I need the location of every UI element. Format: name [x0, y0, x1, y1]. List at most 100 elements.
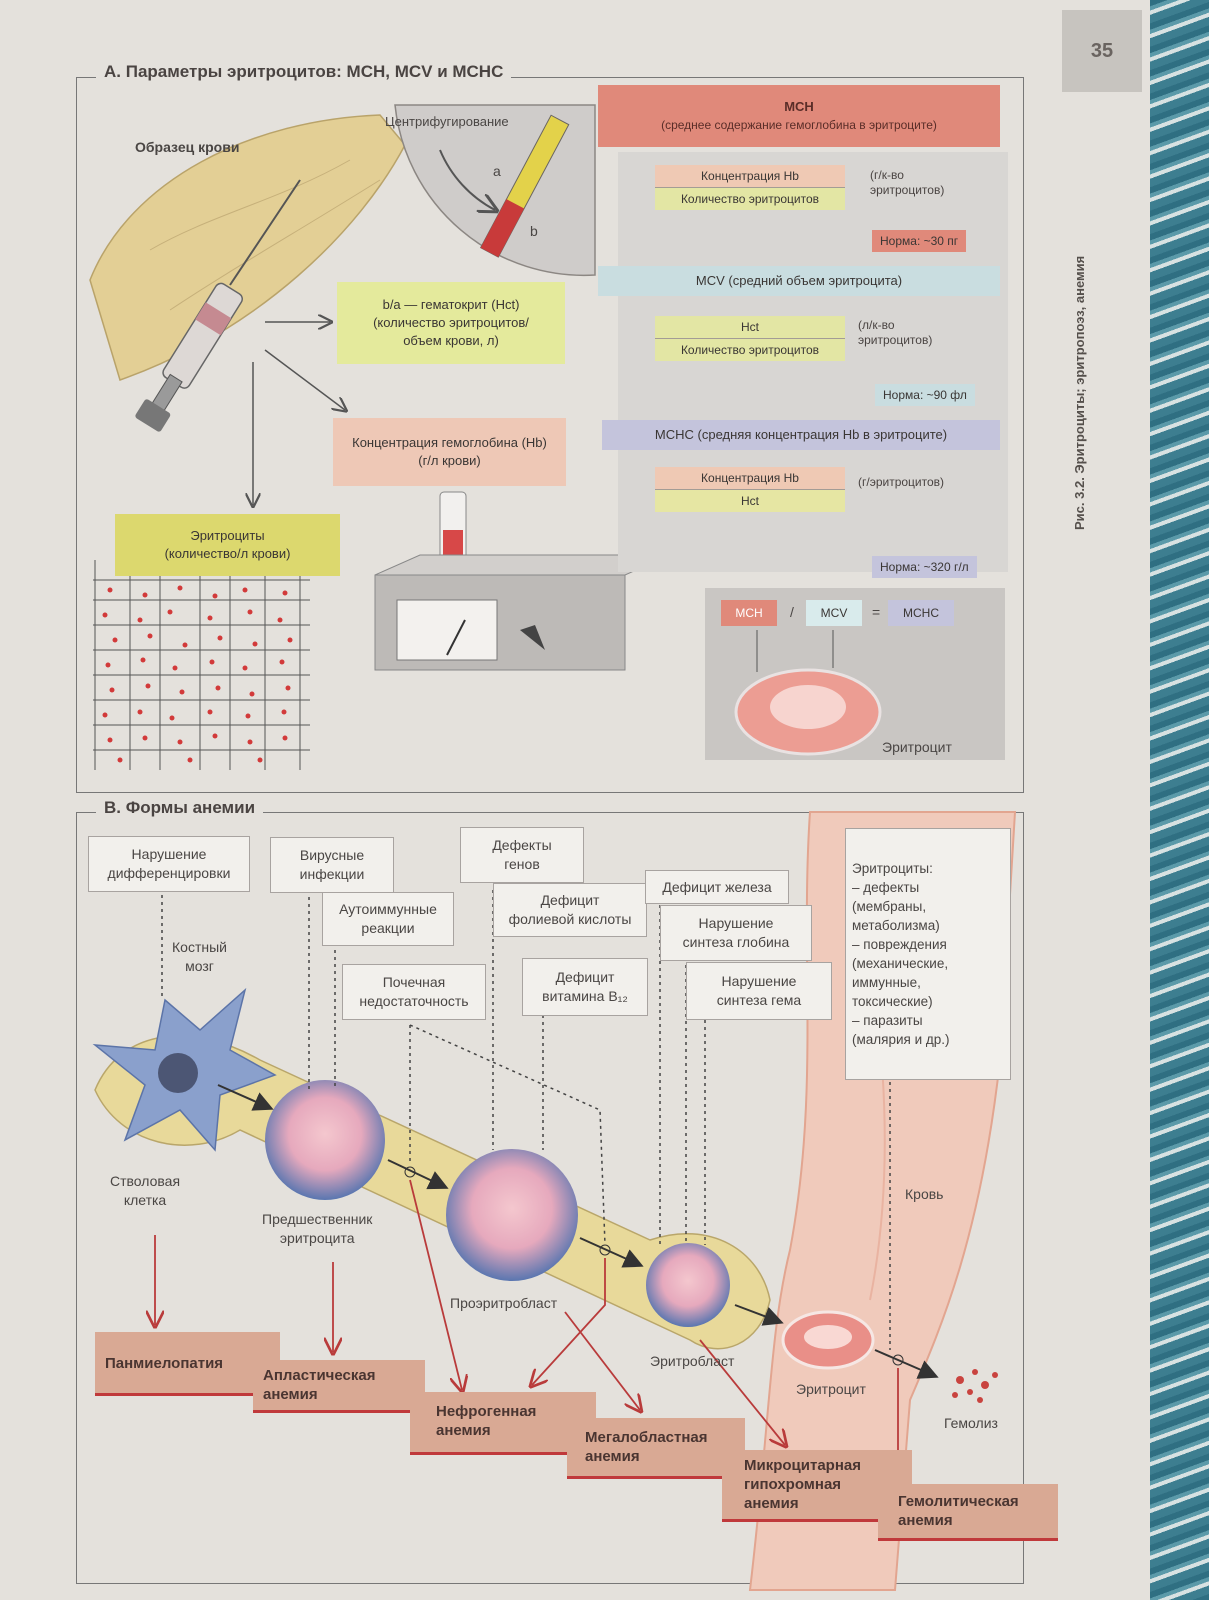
rbc-defects-line: (малярия и др.)	[852, 1032, 950, 1047]
mch-norm: Норма: ~30 пг	[872, 230, 967, 252]
cause-viral-infections: Вирусные инфекции	[270, 837, 394, 893]
mcv-unit-line-1: (л/к-во	[858, 318, 895, 332]
rbc-defects-line: метаболизма)	[852, 918, 940, 933]
mchc-denominator: Hct	[655, 490, 845, 512]
anemia-nephrogenic: Нефрогенная анемия	[410, 1392, 596, 1455]
mcv-numerator: Hct	[655, 316, 845, 339]
background-fabric	[1150, 0, 1209, 1600]
hemolysis-label: Гемолиз	[944, 1415, 998, 1431]
mcv-header: MCV (средний объем эритроцита)	[598, 266, 1000, 296]
cause-line: Вирусные	[299, 847, 365, 863]
proerythroblast-label: Проэритробласт	[450, 1295, 558, 1311]
rbc-defects-line: (мембраны,	[852, 899, 927, 914]
anemia-line: анемия	[436, 1422, 491, 1439]
mch-unit-line-2: эритроцитов)	[870, 183, 945, 197]
relation-equals: =	[872, 604, 881, 620]
erythroblast-label: Эритробласт	[650, 1353, 735, 1369]
anemia-line: Мегалобластная	[585, 1429, 708, 1446]
blood-sample-label: Образец крови	[135, 139, 240, 155]
anemia-line: анемия	[585, 1448, 640, 1465]
hemoglobin-box: Концентрация гемоглобина (Hb) (г/л крови…	[333, 418, 566, 486]
rbc-defects-line: иммунные,	[852, 975, 921, 990]
label-b: b	[530, 223, 538, 239]
cause-line: генов	[504, 856, 540, 872]
section-a-title: A. Параметры эритроцитов: MCH, MCV и MCH…	[96, 62, 512, 82]
rbc-defects-line: – паразиты	[852, 1013, 923, 1028]
anemia-panmyelopathy: Панмиелопатия	[95, 1332, 280, 1396]
cause-line: инфекции	[299, 866, 365, 882]
anemia-line: Апластическая	[263, 1367, 376, 1384]
mcv-denominator: Количество эритроцитов	[655, 339, 845, 361]
mcv-fraction: Hct Количество эритроцитов	[655, 316, 845, 361]
cause-line: Дефицит	[555, 969, 615, 985]
cause-globin-synthesis: Нарушение синтеза глобина	[660, 905, 812, 961]
anemia-megaloblastic: Мегалобластная анемия	[567, 1418, 745, 1479]
section-a-frame	[76, 77, 1024, 793]
cause-line: Дефицит	[540, 892, 600, 908]
cause-gene-defects: Дефекты генов	[460, 827, 584, 883]
cause-folate-deficiency: Дефицит фолиевой кислоты	[493, 883, 647, 937]
cause-heme-synthesis: Нарушение синтеза гема	[686, 962, 832, 1020]
cause-line: витамина B₁₂	[542, 988, 628, 1004]
hematocrit-box: b/a — гематокрит (Hct) (количество эритр…	[337, 282, 565, 364]
anemia-aplastic: Апластическая анемия	[253, 1360, 425, 1413]
mch-fraction: Концентрация Hb Количество эритроцитов	[655, 165, 845, 210]
cause-differentiation: Нарушение дифференцировки	[88, 836, 250, 892]
mchc-numerator: Концентрация Hb	[655, 467, 845, 490]
hemoglobin-line-1: Концентрация гемоглобина (Hb)	[352, 435, 547, 450]
anemia-line: гипохромная	[744, 1476, 842, 1493]
cause-line: фолиевой кислоты	[508, 911, 632, 927]
cause-line: синтеза глобина	[682, 934, 790, 950]
mch-header: MCH (среднее содержание гемоглобина в эр…	[598, 85, 1000, 147]
anemia-line: Микроцитарная	[744, 1457, 861, 1474]
label-line: Стволовая	[110, 1173, 181, 1189]
mch-denominator: Количество эритроцитов	[655, 188, 845, 210]
section-b-frame	[76, 812, 1024, 1584]
rbc-defects-line: – повреждения	[852, 937, 947, 952]
stem-cell-label: Стволовая клетка	[110, 1172, 180, 1210]
hematocrit-line-2: (количество эритроцитов/	[373, 315, 529, 330]
anemia-hemolytic: Гемолитическая анемия	[878, 1484, 1058, 1541]
erythrocytes-line-1: Эритроциты	[190, 528, 265, 543]
label-line: Костный	[172, 939, 227, 955]
mcv-unit: (л/к-во эритроцитов)	[858, 318, 932, 348]
cause-line: Дефицит железа	[662, 878, 772, 895]
centrifugation-label: Центрифугирование	[385, 114, 509, 129]
mcv-title: MCV (средний объем эритроцита)	[695, 273, 903, 288]
cause-line: Дефекты	[492, 837, 552, 853]
erythrocytes-line-2: (количество/л крови)	[164, 546, 291, 561]
label-line: клетка	[123, 1192, 167, 1208]
cause-autoimmune: Аутоиммунные реакции	[322, 892, 454, 946]
mchc-norm: Норма: ~320 г/л	[872, 556, 977, 578]
label-a: a	[493, 163, 501, 179]
anemia-line: Нефрогенная	[436, 1403, 537, 1420]
mcv-unit-line-2: эритроцитов)	[858, 333, 933, 347]
mch-subtitle: (среднее содержание гемоглобина в эритро…	[661, 118, 937, 132]
cause-line: недостаточность	[359, 993, 469, 1009]
mchc-fraction: Концентрация Hb Hct	[655, 467, 845, 512]
anemia-line: анемия	[744, 1495, 799, 1512]
hemoglobin-line-2: (г/л крови)	[418, 453, 481, 468]
mch-unit: (г/к-во эритроцитов)	[870, 168, 944, 198]
cause-line: дифференцировки	[107, 865, 231, 881]
section-b-title: B. Формы анемии	[96, 798, 264, 818]
rbc-defects-line: токсические)	[852, 994, 933, 1009]
rbc-defects-line: Эритроциты:	[852, 861, 933, 876]
precursor-label: Предшественник эритроцита	[262, 1210, 372, 1248]
cause-line: Нарушение	[698, 915, 774, 931]
mch-unit-line-1: (г/к-во	[870, 168, 904, 182]
relation-mcv: MCV	[806, 600, 862, 626]
anemia-line: анемия	[263, 1386, 318, 1403]
mchc-header: MCHC (средняя концентрация Hb в эритроци…	[602, 420, 1000, 450]
mch-title: MCH	[784, 99, 814, 114]
cause-iron-deficiency: Дефицит железа	[645, 870, 789, 904]
relation-mch: MCH	[721, 600, 777, 626]
anemia-line: Гемолитическая	[898, 1493, 1019, 1510]
mcv-norm: Норма: ~90 фл	[875, 384, 975, 406]
relation-mchc: MCHC	[888, 600, 954, 626]
anemia-line: анемия	[898, 1512, 953, 1529]
mch-numerator: Концентрация Hb	[655, 165, 845, 188]
cause-line: Аутоиммунные	[339, 901, 437, 917]
label-line: эритроцита	[279, 1230, 355, 1246]
mchc-title: MCHC (средняя концентрация Hb в эритроци…	[654, 427, 948, 442]
